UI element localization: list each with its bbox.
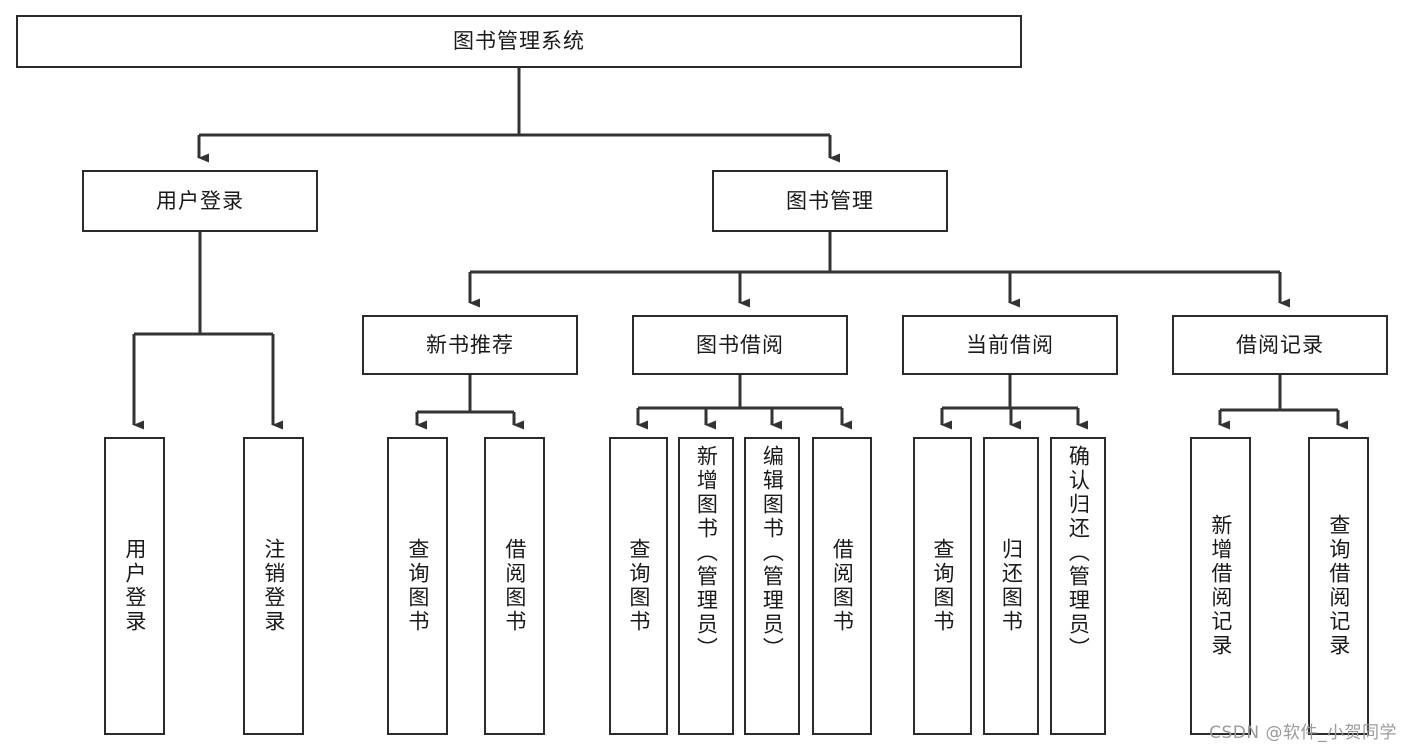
node-leaf-query-book-1[interactable]: 查询图书 bbox=[387, 437, 448, 735]
node-leaf-logout-label: 注销登录 bbox=[261, 538, 286, 634]
node-leaf-add-book[interactable]: 新增图书（管理员） bbox=[678, 437, 734, 735]
node-leaf-borrow-book-1[interactable]: 借阅图书 bbox=[484, 437, 545, 735]
node-book-borrow-label: 图书借阅 bbox=[696, 332, 784, 357]
node-leaf-query-book-3-label: 查询图书 bbox=[930, 538, 955, 634]
node-leaf-query-record-label: 查询借阅记录 bbox=[1326, 514, 1351, 658]
node-leaf-logout[interactable]: 注销登录 bbox=[243, 437, 304, 735]
node-leaf-borrow-book-2-label: 借阅图书 bbox=[830, 538, 855, 634]
node-leaf-query-book-3[interactable]: 查询图书 bbox=[913, 437, 972, 735]
node-leaf-return-book-label: 归还图书 bbox=[999, 538, 1024, 634]
node-leaf-add-record[interactable]: 新增借阅记录 bbox=[1190, 437, 1251, 735]
node-user-login-label: 用户登录 bbox=[156, 188, 244, 213]
node-leaf-user-login-label: 用户登录 bbox=[122, 538, 147, 634]
node-root[interactable]: 图书管理系统 bbox=[16, 15, 1022, 68]
node-leaf-borrow-book-1-label: 借阅图书 bbox=[502, 538, 527, 634]
node-leaf-add-book-label: 新增图书（管理员） bbox=[694, 445, 719, 661]
node-current-borrow-label: 当前借阅 bbox=[966, 332, 1054, 357]
node-leaf-return-book[interactable]: 归还图书 bbox=[983, 437, 1039, 735]
node-user-login[interactable]: 用户登录 bbox=[82, 170, 318, 232]
node-leaf-query-record[interactable]: 查询借阅记录 bbox=[1308, 437, 1369, 735]
node-leaf-add-record-label: 新增借阅记录 bbox=[1208, 514, 1233, 658]
node-borrow-record-label: 借阅记录 bbox=[1236, 332, 1324, 357]
node-book-borrow[interactable]: 图书借阅 bbox=[632, 315, 848, 375]
node-leaf-confirm-return[interactable]: 确认归还（管理员） bbox=[1050, 437, 1106, 735]
watermark-text: CSDN @软件_小贺同学 bbox=[1209, 723, 1397, 743]
node-book-manage-label: 图书管理 bbox=[786, 188, 874, 213]
node-new-book-rec-label: 新书推荐 bbox=[426, 332, 514, 357]
node-book-manage[interactable]: 图书管理 bbox=[712, 170, 948, 232]
node-root-label: 图书管理系统 bbox=[453, 29, 585, 54]
node-leaf-query-book-2[interactable]: 查询图书 bbox=[609, 437, 668, 735]
node-leaf-query-book-2-label: 查询图书 bbox=[626, 538, 651, 634]
node-leaf-edit-book-label: 编辑图书（管理员） bbox=[760, 445, 785, 661]
node-current-borrow[interactable]: 当前借阅 bbox=[902, 315, 1118, 375]
node-borrow-record[interactable]: 借阅记录 bbox=[1172, 315, 1388, 375]
node-leaf-edit-book[interactable]: 编辑图书（管理员） bbox=[744, 437, 800, 735]
node-leaf-confirm-return-label: 确认归还（管理员） bbox=[1066, 445, 1091, 661]
node-leaf-query-book-1-label: 查询图书 bbox=[405, 538, 430, 634]
node-leaf-user-login[interactable]: 用户登录 bbox=[104, 437, 165, 735]
node-new-book-rec[interactable]: 新书推荐 bbox=[362, 315, 578, 375]
node-leaf-borrow-book-2[interactable]: 借阅图书 bbox=[812, 437, 872, 735]
